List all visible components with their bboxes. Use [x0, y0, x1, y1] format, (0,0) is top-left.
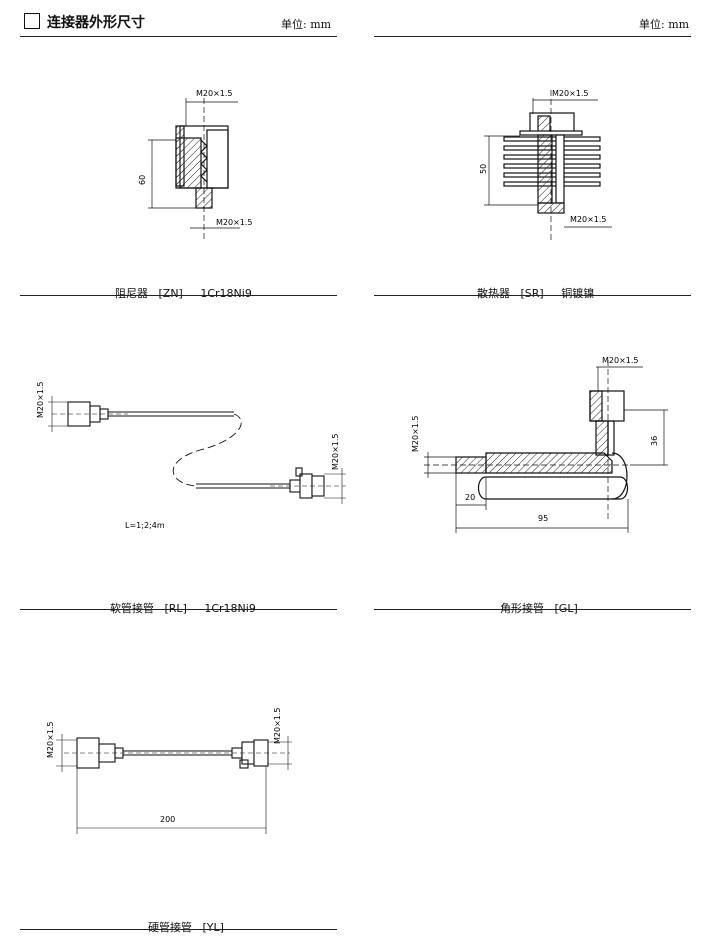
page-title: 连接器外形尺寸: [47, 15, 145, 31]
header-rule-left: [20, 36, 337, 37]
zn-material: 1Cr18Ni9: [200, 287, 252, 300]
zn-caption: 阻尼器 [ZN] 1Cr18Ni9: [108, 272, 252, 301]
yl-rule: [20, 929, 337, 930]
sr-rule: [374, 295, 691, 296]
zn-bottom-thread-label: M20×1.5: [216, 218, 253, 227]
rl-drawing: [48, 396, 346, 504]
header-rule-right: [374, 36, 691, 37]
gl-drawing: [424, 360, 668, 533]
unit-label-left: 单位: mm: [281, 18, 332, 31]
rl-right-thread-label: M20×1.5: [331, 433, 340, 470]
gl-rule: [374, 609, 691, 610]
zn-rule: [20, 295, 337, 296]
header-checkbox: [24, 13, 40, 29]
zn-height-label: 60: [138, 175, 147, 185]
rl-length-label: L=1;2;4m: [125, 521, 165, 530]
yl-name: 硬管接管: [148, 921, 192, 934]
rl-caption: 软管接管 [RL] 1Cr18Ni9: [103, 587, 256, 616]
sr-drawing: [484, 90, 612, 240]
rl-material: 1Cr18Ni9: [204, 602, 256, 615]
rl-code: [RL]: [164, 602, 187, 615]
rl-rule: [20, 609, 337, 610]
gl-length-label: 95: [538, 514, 548, 523]
sr-code: [SR]: [520, 287, 544, 300]
yl-caption: 硬管接管 [YL]: [141, 906, 224, 935]
sr-height-label: 50: [479, 164, 488, 174]
gl-offset-label: 20: [465, 493, 475, 502]
rl-name: 软管接管: [110, 602, 154, 615]
yl-code: [YL]: [202, 921, 224, 934]
zn-top-thread-label: M20×1.5: [196, 89, 233, 98]
yl-length-label: 200: [160, 815, 175, 824]
zn-drawing: [148, 98, 240, 240]
sr-top-thread-label: M20×1.5: [552, 89, 589, 98]
gl-top-thread-label: M20×1.5: [602, 356, 639, 365]
gl-code: [GL]: [554, 602, 578, 615]
zn-code: [ZN]: [158, 287, 183, 300]
gl-height-label: 36: [650, 436, 659, 446]
sr-bottom-thread-label: M20×1.5: [570, 215, 607, 224]
rl-left-thread-label: M20×1.5: [36, 381, 45, 418]
sr-caption: 散热器 [SR] 铜镀镍: [470, 272, 594, 301]
yl-drawing: [56, 734, 292, 834]
gl-name: 角形接管: [500, 602, 544, 615]
yl-left-thread-label: M20×1.5: [46, 721, 55, 758]
zn-name: 阻尼器: [115, 287, 148, 300]
sr-material: 铜镀镍: [561, 287, 595, 300]
gl-left-thread-label: M20×1.5: [411, 415, 420, 452]
unit-label-right: 单位: mm: [639, 18, 690, 31]
yl-right-thread-label: M20×1.5: [273, 707, 282, 744]
gl-caption: 角形接管 [GL]: [493, 587, 578, 616]
sr-name: 散热器: [477, 287, 510, 300]
